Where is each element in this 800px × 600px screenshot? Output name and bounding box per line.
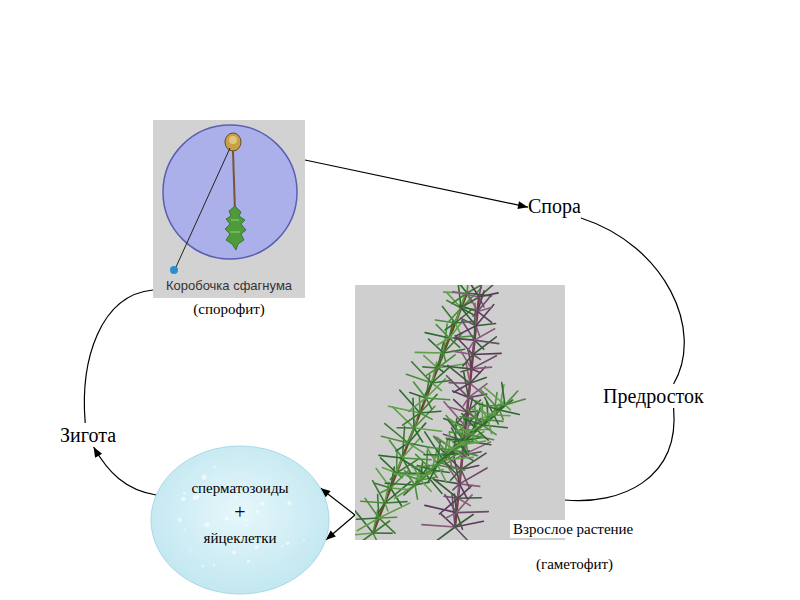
connector-line [326, 515, 355, 540]
connector [305, 160, 528, 209]
gametophyte-picture: Взрослое растение(гаметофит) [355, 285, 565, 540]
capsule-illustration [153, 120, 305, 298]
picture-caption: Коробочка сфагнума [153, 278, 305, 294]
connector-line [565, 408, 674, 501]
connector [94, 447, 157, 495]
connector-line [581, 218, 684, 384]
connector-line [94, 447, 157, 495]
moss-illustration [355, 285, 565, 540]
stage-caption: (гаметофит) [533, 555, 616, 573]
connector-line [305, 160, 528, 207]
sporophyte-picture: Коробочка сфагнума(спорофит) [153, 120, 305, 298]
stage-caption: Взрослое растение [510, 520, 636, 538]
stage-label: Зигота [60, 423, 116, 447]
gamete-ellipse: сперматозоиды + яйцеклетки [150, 445, 330, 595]
stage-label: Предросток [603, 384, 704, 408]
connector-line [84, 290, 153, 423]
stage-label: Зигота [60, 423, 116, 447]
connector [84, 290, 153, 423]
gamete-label: + [150, 500, 330, 524]
stage-caption: (спорофит) [153, 300, 305, 318]
stage-label: Предросток [603, 384, 704, 408]
connector [581, 218, 684, 384]
arrow-head [517, 201, 528, 209]
connector [326, 515, 355, 540]
gamete-label: сперматозоиды [150, 479, 330, 497]
arrow-head [94, 447, 103, 458]
stage-label: Спора [528, 194, 581, 218]
gamete-label: яйцеклетки [150, 529, 330, 547]
stage-label: Спора [528, 194, 581, 218]
connector [565, 408, 674, 501]
